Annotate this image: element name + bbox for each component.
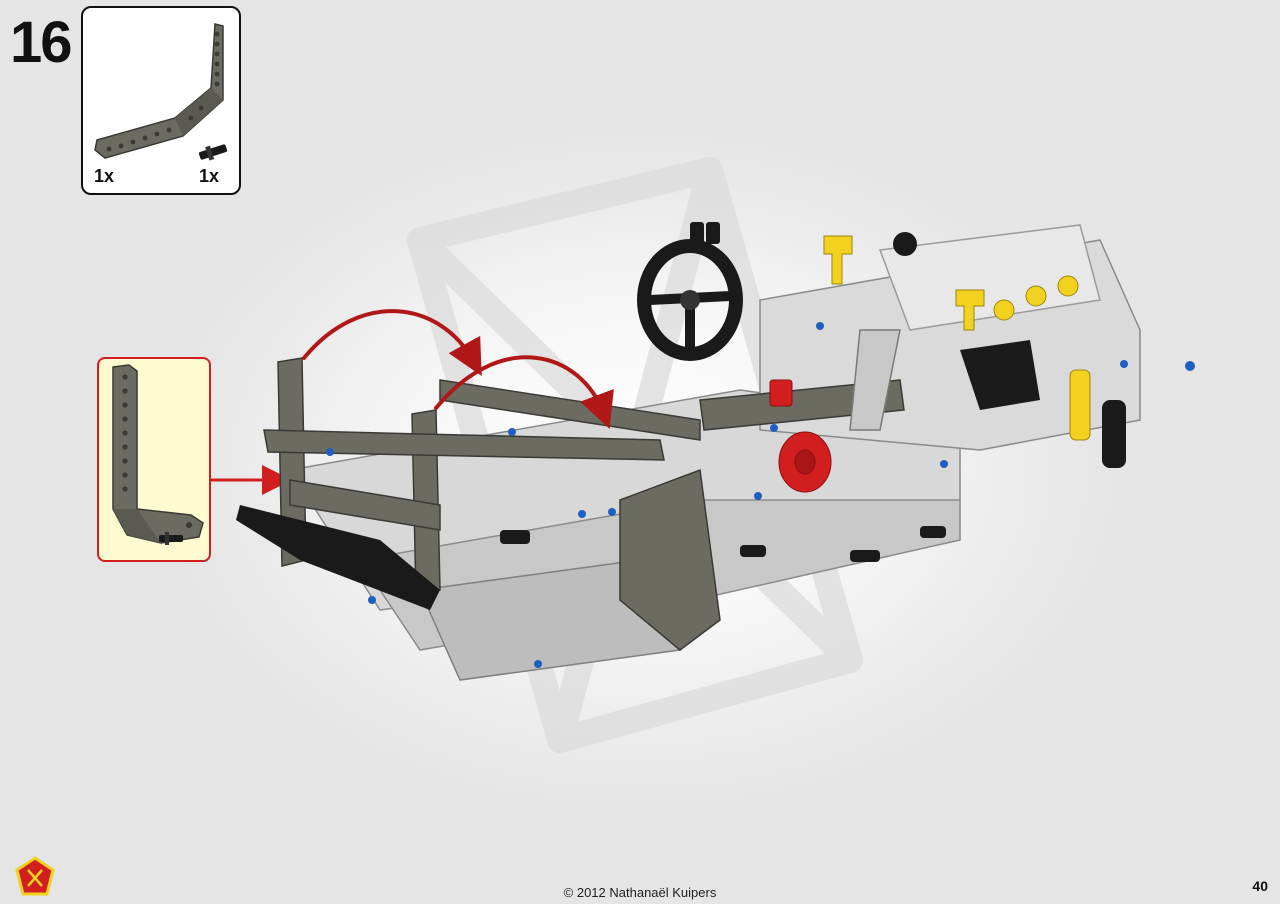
step-number: 16 — [10, 10, 72, 75]
yellow-parts-icon — [823, 235, 1091, 441]
bent-liftarm-icon — [94, 23, 224, 159]
rotation-arrow-icon — [302, 309, 614, 429]
black-parts-icon — [236, 222, 1126, 610]
red-gear-icon — [769, 379, 832, 493]
parts-illustration — [94, 23, 228, 161]
part-quantity: 1x — [199, 166, 220, 186]
brand-logo-icon — [15, 856, 55, 896]
liftarm-with-pin-icon — [112, 364, 204, 545]
callout-illustration — [112, 364, 204, 545]
steering-wheel-icon — [637, 239, 743, 361]
subassembly-callout — [97, 357, 211, 562]
copyright-text: © 2012 Nathanaël Kuipers — [563, 885, 717, 900]
axle-pin-icon — [198, 144, 228, 161]
part-quantity: 1x — [94, 166, 115, 186]
dark-gray-liftarms-icon — [263, 329, 905, 651]
blue-pins-icon — [326, 322, 1195, 668]
page-number: 40 — [1252, 878, 1268, 894]
parts-list-box: 1x 1x — [81, 6, 241, 195]
